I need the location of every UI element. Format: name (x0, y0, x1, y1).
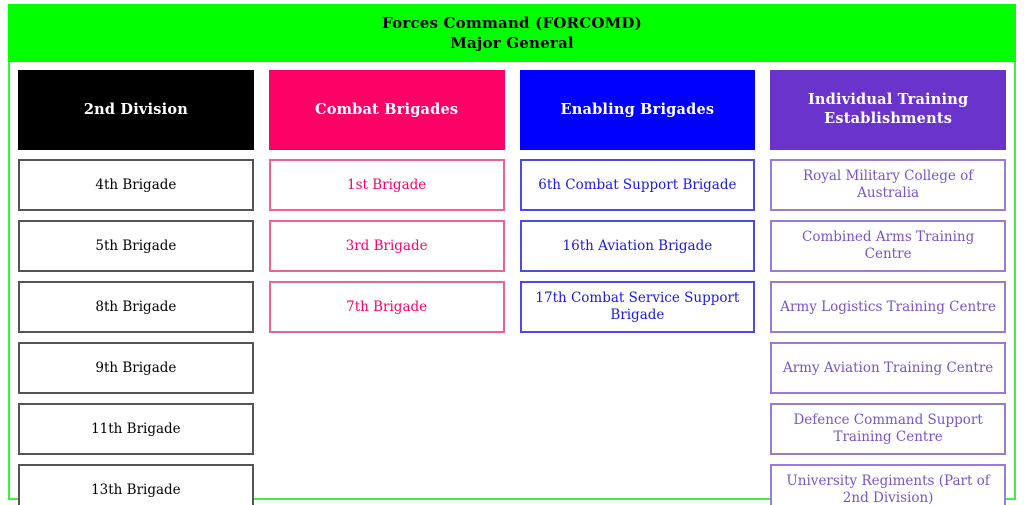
column-header-division: 2nd Division (18, 70, 254, 150)
unit-label: 7th Brigade (346, 298, 428, 315)
column-header-enabling: Enabling Brigades (519, 70, 756, 150)
column-combat: Combat Brigades 1st Brigade 3rd Brigade … (268, 70, 505, 333)
unit-label: Army Logistics Training Centre (780, 298, 997, 315)
unit-cell-enabling-3[interactable]: 17th Combat Service Support Brigade (519, 281, 756, 333)
column-header-combat: Combat Brigades (268, 70, 505, 150)
unit-cell-individual-1[interactable]: Royal Military College of Australia (770, 159, 1006, 211)
columns-container: 2nd Division 4th Brigade 5th Brigade 8th… (18, 70, 1006, 505)
unit-cell-individual-6[interactable]: University Regiments (Part of 2nd Divisi… (770, 464, 1006, 505)
unit-label: Defence Command Support Training Centre (793, 412, 983, 445)
unit-cell-division-5[interactable]: 11th Brigade (18, 403, 254, 455)
unit-label: 3rd Brigade (345, 237, 428, 254)
column-enabling: Enabling Brigades 6th Combat Support Bri… (519, 70, 756, 333)
unit-cell-combat-3[interactable]: 7th Brigade (268, 281, 505, 333)
unit-cell-combat-2[interactable]: 3rd Brigade (268, 220, 505, 272)
unit-label: 17th Combat Service Support Brigade (535, 290, 740, 323)
command-banner: Forces Command (FORCOMD) Major General (8, 4, 1016, 62)
unit-label: 5th Brigade (95, 237, 177, 254)
column-individual-training: Individual Training Establishments Royal… (770, 70, 1006, 505)
unit-label: Royal Military College of Australia (802, 168, 974, 201)
unit-cell-division-6[interactable]: 13th Brigade (18, 464, 254, 505)
unit-label: University Regiments (Part of 2nd Divisi… (786, 473, 990, 505)
unit-label: 13th Brigade (91, 481, 181, 498)
unit-cell-individual-4[interactable]: Army Aviation Training Centre (770, 342, 1006, 394)
column-division: 2nd Division 4th Brigade 5th Brigade 8th… (18, 70, 254, 505)
command-title: Forces Command (FORCOMD) (382, 13, 642, 32)
unit-label: 8th Brigade (95, 298, 177, 315)
unit-label: Combined Arms Training Centre (802, 229, 975, 262)
unit-cell-individual-2[interactable]: Combined Arms Training Centre (770, 220, 1006, 272)
unit-cell-combat-1[interactable]: 1st Brigade (268, 159, 505, 211)
unit-cell-individual-5[interactable]: Defence Command Support Training Centre (770, 403, 1006, 455)
unit-label: 4th Brigade (95, 176, 177, 193)
unit-cell-division-3[interactable]: 8th Brigade (18, 281, 254, 333)
unit-label: 11th Brigade (91, 420, 181, 437)
unit-label: 6th Combat Support Brigade (538, 176, 737, 193)
unit-cell-division-2[interactable]: 5th Brigade (18, 220, 254, 272)
unit-cell-enabling-2[interactable]: 16th Aviation Brigade (519, 220, 756, 272)
unit-label: 9th Brigade (95, 359, 177, 376)
chart-frame: 2nd Division 4th Brigade 5th Brigade 8th… (8, 62, 1016, 505)
command-rank: Major General (450, 34, 574, 52)
unit-cell-individual-3[interactable]: Army Logistics Training Centre (770, 281, 1006, 333)
column-header-individual-training: Individual Training Establishments (770, 70, 1006, 150)
unit-cell-division-1[interactable]: 4th Brigade (18, 159, 254, 211)
unit-label: 1st Brigade (347, 176, 427, 193)
unit-cell-enabling-1[interactable]: 6th Combat Support Brigade (519, 159, 756, 211)
unit-cell-division-4[interactable]: 9th Brigade (18, 342, 254, 394)
unit-label: 16th Aviation Brigade (562, 237, 713, 254)
unit-label: Army Aviation Training Centre (782, 359, 994, 376)
